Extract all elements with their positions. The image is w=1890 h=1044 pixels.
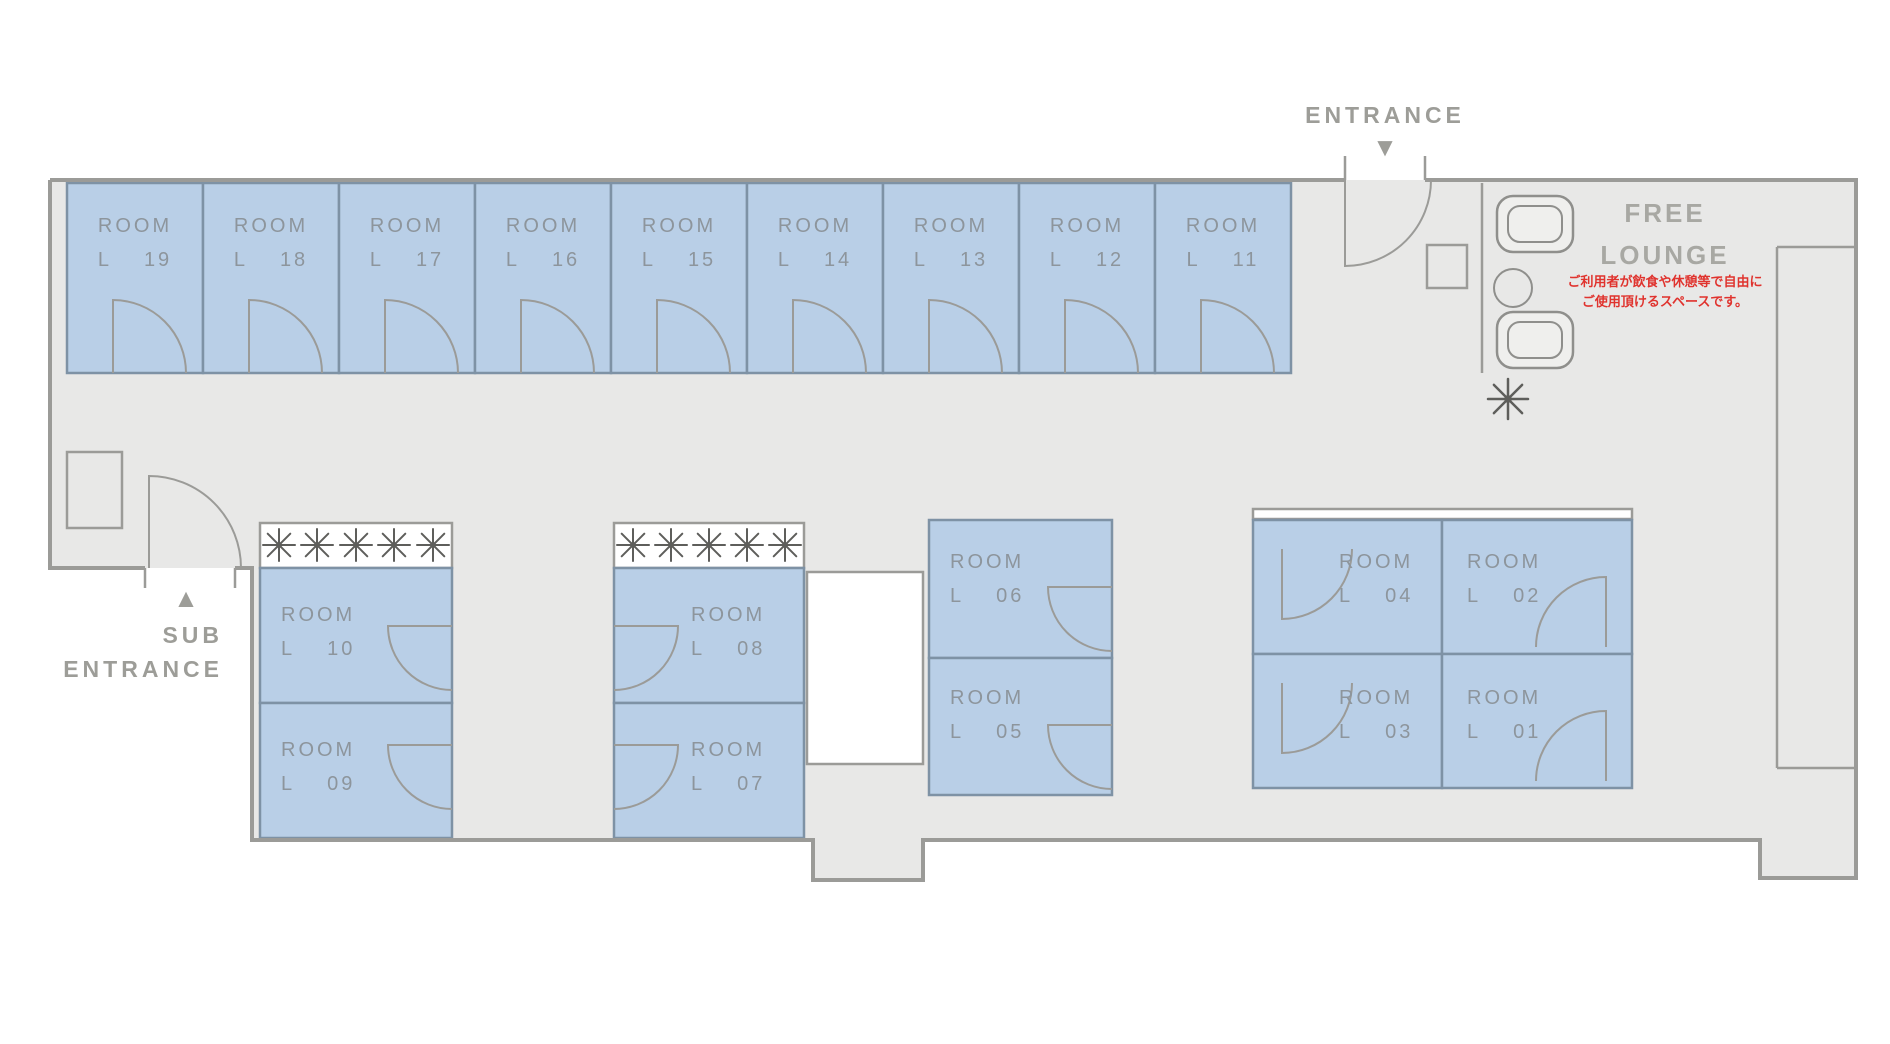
room-L12 (1017, 181, 1157, 375)
door-arc-entrance (1344, 179, 1432, 268)
sub-entrance-line2: ENTRANCE (63, 656, 223, 682)
door-arc-L01 (1535, 709, 1607, 782)
closet-box (65, 450, 124, 530)
service-shaft (805, 570, 925, 766)
door-arc-L13 (928, 298, 1003, 374)
shelf-strip (1251, 507, 1634, 521)
door-arc-L07 (613, 744, 680, 810)
entrance-arrow-icon: ▼ (1372, 132, 1398, 162)
sub-entrance-arrow-icon: ▲ (173, 583, 199, 613)
walls (48, 156, 1858, 882)
room-L18 (201, 181, 341, 375)
door-arc-L03 (1281, 682, 1353, 755)
room-L04 (1251, 518, 1444, 656)
room-L09 (258, 701, 454, 840)
door-arc-L18 (248, 298, 323, 374)
room-L07 (612, 701, 806, 840)
door-arc-L10 (386, 625, 453, 691)
plant-icon (1486, 377, 1530, 421)
door-arc-L16 (520, 298, 595, 374)
door-arc-sub-entrance (148, 474, 242, 569)
room-L17 (337, 181, 477, 375)
door-arc-L14 (792, 298, 867, 374)
door-arc-L05 (1046, 724, 1113, 790)
free-lounge-note-line1: ご利用者が飲食や休憩等で自由に (1567, 274, 1763, 289)
door-arc-L19 (112, 298, 187, 374)
room-L15 (609, 181, 749, 375)
door-arc-L17 (384, 298, 459, 374)
free-lounge-title: FREE LOUNGE (1560, 192, 1770, 276)
sub-entrance-line1: SUB (162, 622, 223, 648)
room-L03 (1251, 652, 1444, 790)
door-arc-L12 (1064, 298, 1139, 374)
free-lounge-line1: FREE (1624, 198, 1706, 228)
door-arc-L02 (1535, 575, 1607, 648)
room-L13 (881, 181, 1021, 375)
room-L08 (612, 566, 806, 705)
door-arc-L06 (1046, 586, 1113, 652)
room-L16 (473, 181, 613, 375)
door-arc-L15 (656, 298, 731, 374)
free-lounge-line2: LOUNGE (1600, 240, 1730, 270)
sub-entrance-label: SUB ENTRANCE (20, 618, 223, 686)
room-L11 (1153, 181, 1293, 375)
lounge-table-icon (1493, 268, 1533, 308)
room-L14 (745, 181, 885, 375)
door-arc-L08 (613, 625, 680, 691)
door-arc-L11 (1200, 298, 1275, 374)
free-lounge-note-line2: ご使用頂けるスペースです。 (1581, 294, 1749, 309)
door-arcs (112, 179, 1607, 810)
lounge-chair-seat (1507, 205, 1563, 243)
room-L19 (65, 181, 205, 375)
room-L05 (927, 656, 1114, 797)
door-arc-L04 (1281, 548, 1353, 621)
door-arc-L09 (386, 744, 453, 810)
reception-counter (1425, 243, 1469, 290)
lounge-chair-seat (1507, 321, 1563, 359)
entrance-label: ENTRANCE (1305, 102, 1465, 128)
lounge-chair-icon (1495, 310, 1575, 370)
lounge-furniture (1425, 194, 1575, 421)
rooms-top-row (65, 181, 1293, 375)
rooms-lower-blocks (258, 518, 1634, 840)
lounge-chair-icon (1495, 194, 1575, 254)
room-L06 (927, 518, 1114, 660)
free-lounge-note: ご利用者が飲食や休憩等で自由に ご使用頂けるスペースです。 (1500, 272, 1830, 312)
